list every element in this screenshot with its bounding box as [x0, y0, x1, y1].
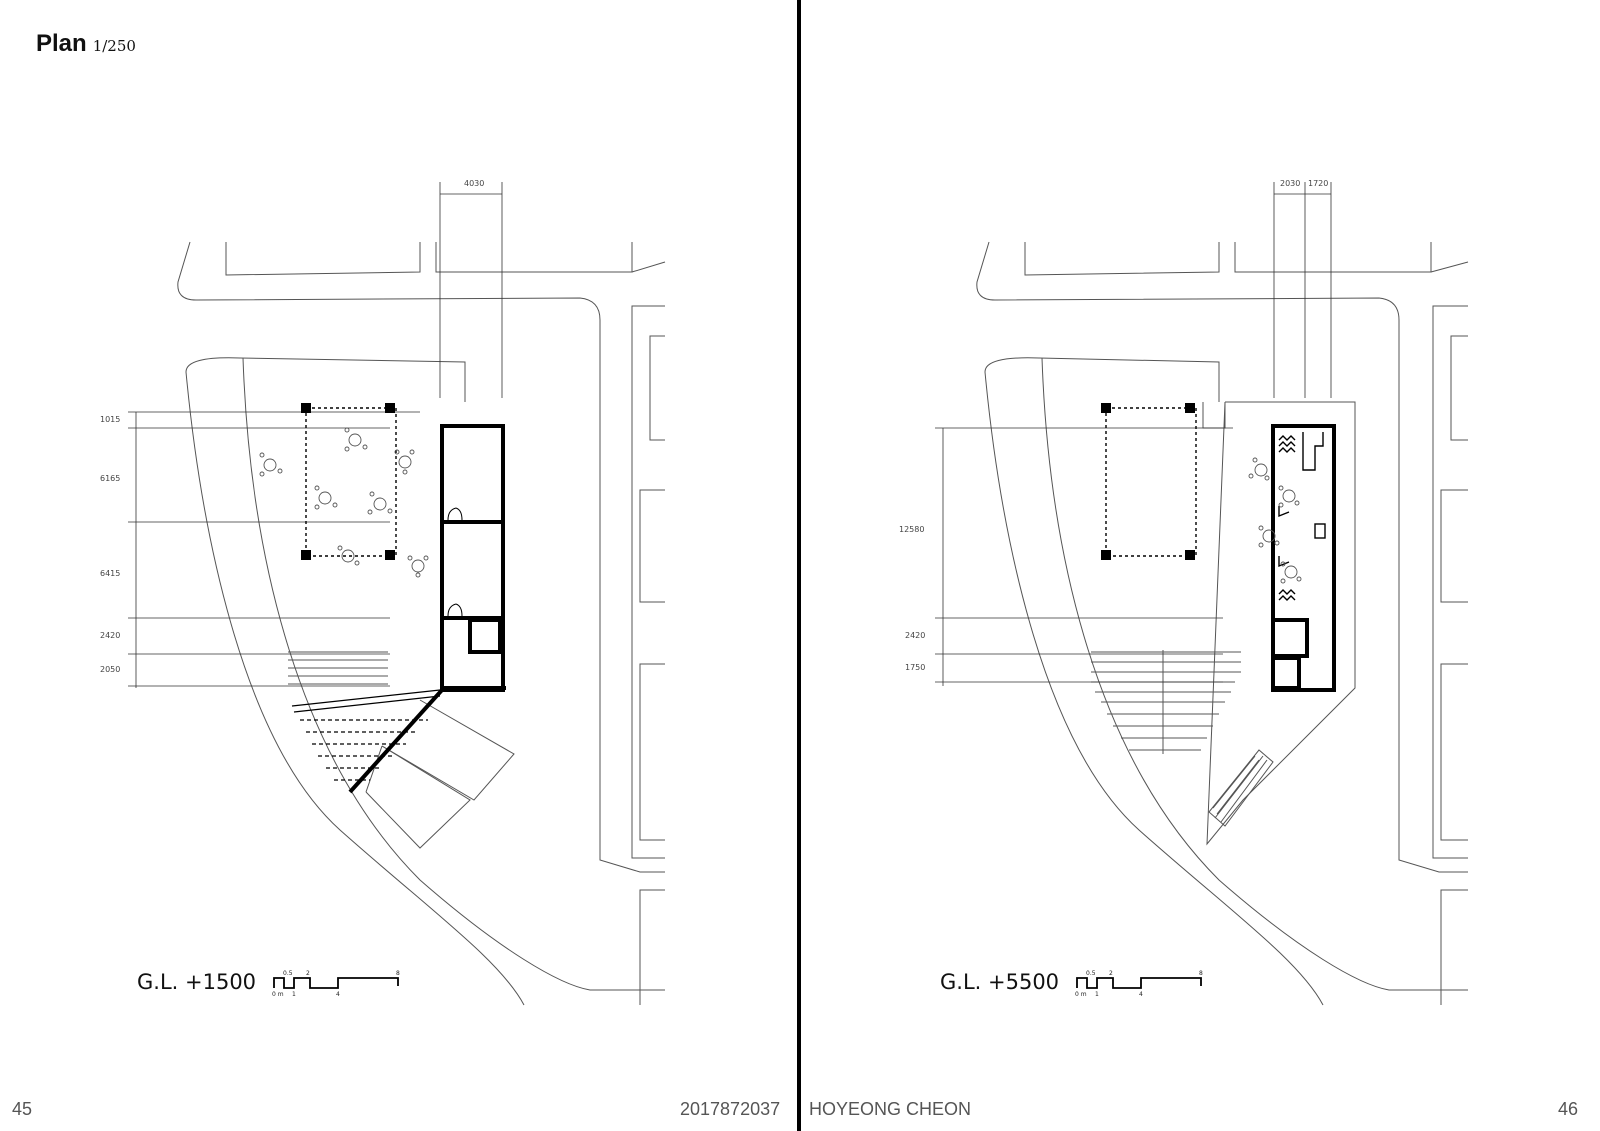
scale-bar: 0.5 2 8 0 m 1 4 [272, 970, 400, 998]
pavilion [301, 403, 397, 560]
student-id: 2017872037 [680, 1099, 781, 1119]
title-main: Plan [36, 30, 87, 57]
level-label-left: G.L. +1500 [137, 970, 257, 994]
floor-plan-ground: 4030 1015 6165 6415 2420 2050 [100, 179, 666, 1006]
dim-label: 6415 [100, 569, 120, 578]
scale-tick: 2 [306, 970, 310, 977]
interior-furniture [1278, 432, 1326, 601]
pavilion [1101, 403, 1197, 560]
scale-tick: 8 [1199, 970, 1203, 977]
dim-label: 12580 [899, 525, 924, 534]
dim-label: 2050 [100, 665, 120, 674]
scale-tick: 0.5 [283, 970, 293, 977]
dimension-labels: 2030 1720 12580 2420 1750 [899, 179, 1328, 672]
building-walls [348, 424, 506, 794]
dim-label: 1750 [905, 663, 925, 672]
title-scale: 1/250 [92, 37, 136, 55]
dim-label: 4030 [464, 179, 484, 188]
table-icons [259, 427, 429, 578]
scale-tick: 0.5 [1086, 970, 1096, 977]
scale-tick: 0 m [1075, 991, 1087, 998]
dimension-lines [935, 182, 1332, 686]
dim-label: 1720 [1308, 179, 1328, 188]
dimension-lines [128, 182, 503, 688]
dimension-labels: 4030 1015 6165 6415 2420 2050 [100, 179, 484, 674]
site-context [976, 241, 1469, 1006]
page-number-left: 45 [12, 1099, 33, 1119]
dim-label: 2420 [100, 631, 120, 640]
site-context [177, 241, 666, 1006]
scale-tick: 4 [336, 991, 340, 998]
scale-tick: 8 [396, 970, 400, 977]
dim-label: 2420 [905, 631, 925, 640]
scale-tick: 1 [292, 991, 296, 998]
table-icons [1248, 457, 1302, 584]
level-label-right: G.L. +5500 [940, 970, 1060, 994]
stair-ramp [291, 689, 441, 781]
page-number-right: 46 [1557, 1099, 1578, 1119]
page-divider [797, 0, 801, 1131]
scale-tick: 4 [1139, 991, 1143, 998]
scale-bar: 0.5 2 8 0 m 1 4 [1075, 970, 1203, 998]
scale-tick: 1 [1095, 991, 1099, 998]
door-icons [447, 507, 463, 617]
scale-tick: 0 m [272, 991, 284, 998]
scale-tick: 2 [1109, 970, 1113, 977]
page-title: Plan 1/250 [36, 30, 136, 58]
building-walls [1271, 424, 1336, 692]
floor-plan-upper: 2030 1720 12580 2420 1750 [899, 179, 1469, 1006]
dim-label: 1015 [100, 415, 120, 424]
author-name: HOYEONG CHEON [809, 1099, 972, 1119]
dim-label: 6165 [100, 474, 120, 483]
dim-label: 2030 [1280, 179, 1300, 188]
